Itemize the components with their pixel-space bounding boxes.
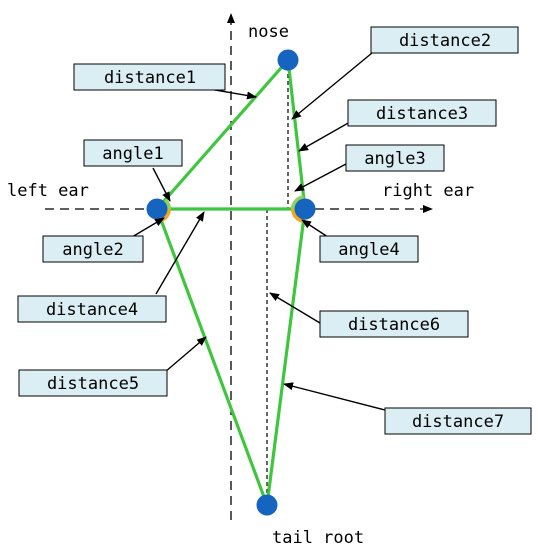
segment-distance7 — [265, 207, 307, 507]
svg-text:distance5: distance5 — [47, 374, 139, 394]
pointer-angle3 — [294, 163, 347, 192]
nose-keypoint — [277, 49, 299, 71]
label-angle1: angle1 — [83, 139, 183, 167]
label-angle4: angle4 — [319, 235, 419, 263]
left-ear-keypoint — [146, 198, 168, 220]
svg-text:distance3: distance3 — [376, 104, 468, 124]
tail-root-keypoint — [256, 494, 278, 516]
label-distance1: distance1 — [73, 63, 226, 91]
svg-text:distance2: distance2 — [399, 31, 491, 51]
svg-text:distance4: distance4 — [46, 300, 138, 320]
label-distance2: distance2 — [370, 26, 519, 54]
pointer-distance5 — [164, 336, 207, 373]
right-ear-label: right ear — [382, 181, 474, 201]
pointer-angle1 — [152, 167, 171, 202]
nose-label: nose — [248, 22, 289, 42]
svg-text:angle4: angle4 — [338, 240, 399, 260]
svg-text:angle3: angle3 — [364, 149, 425, 169]
pointer-distance2 — [291, 52, 373, 120]
label-distance3: distance3 — [347, 99, 497, 127]
svg-text:angle1: angle1 — [102, 144, 163, 164]
left-ear-label: left ear — [7, 181, 89, 201]
svg-text:distance1: distance1 — [104, 68, 196, 88]
svg-text:angle2: angle2 — [62, 240, 123, 260]
segment-distance1 — [155, 58, 290, 211]
pointer-distance4 — [155, 211, 205, 295]
svg-text:distance7: distance7 — [412, 412, 504, 432]
label-angle3: angle3 — [345, 144, 445, 172]
svg-text:distance6: distance6 — [348, 315, 440, 335]
label-distance6: distance6 — [319, 310, 469, 338]
label-distance5: distance5 — [18, 369, 168, 397]
pointer-distance3 — [298, 121, 351, 152]
right-ear-keypoint — [294, 198, 316, 220]
segment-distance5 — [155, 207, 269, 507]
pointer-distance7 — [283, 382, 386, 411]
label-distance7: distance7 — [384, 407, 532, 435]
label-angle2: angle2 — [42, 235, 144, 263]
pointer-angle2 — [131, 217, 165, 238]
tail-root-label: tail root — [272, 528, 364, 548]
label-distance4: distance4 — [17, 295, 167, 323]
pointer-distance6 — [269, 292, 321, 324]
